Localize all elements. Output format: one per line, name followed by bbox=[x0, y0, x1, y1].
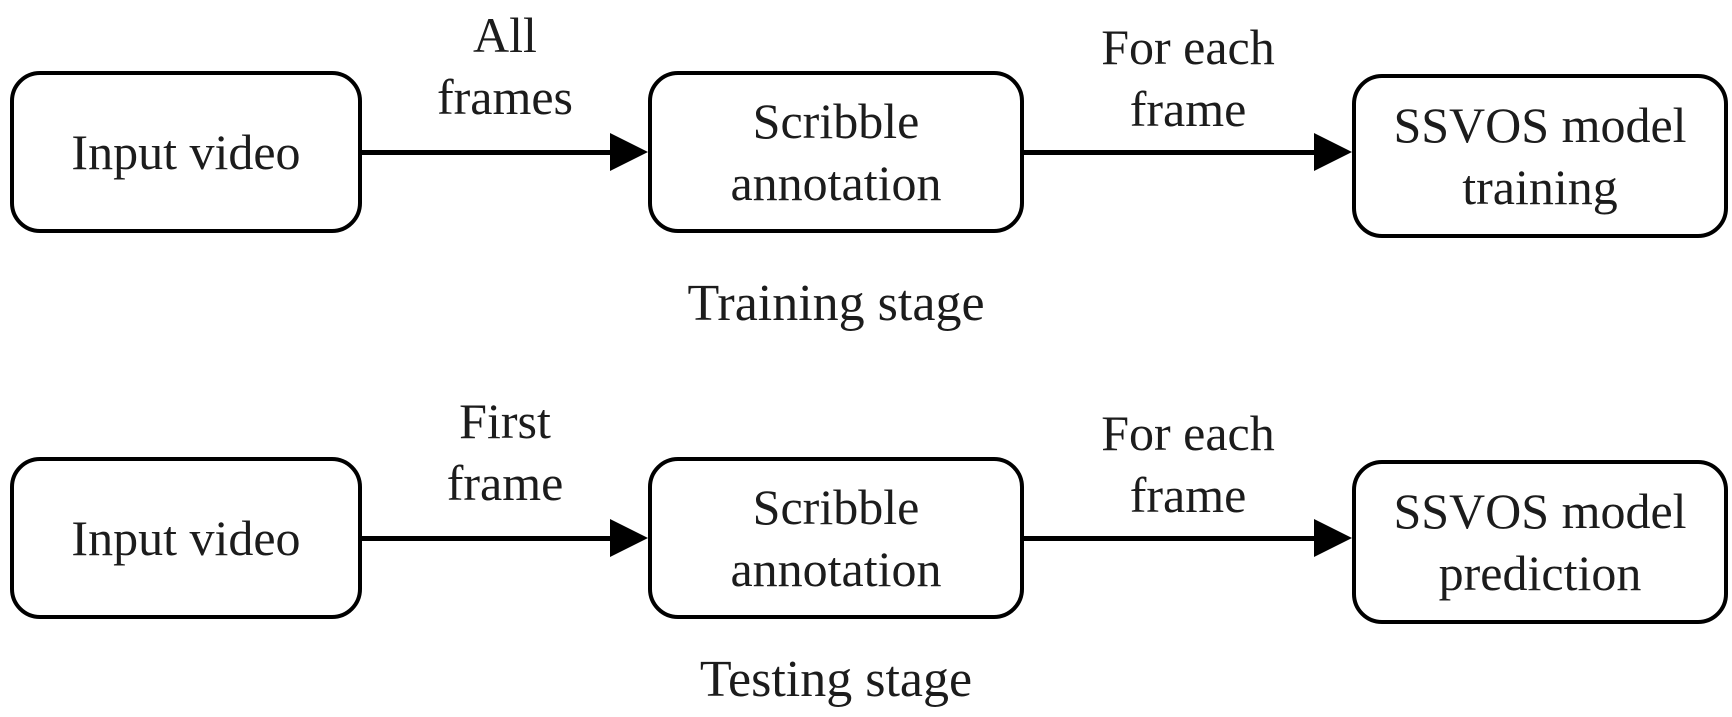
training-arrow1-line bbox=[362, 150, 610, 155]
training-arrow2-label-line2: frame bbox=[1129, 81, 1247, 137]
testing-arrow1-label-line1: First bbox=[459, 393, 551, 449]
training-arrow2-label-line1: For each bbox=[1101, 19, 1275, 75]
training-arrow1-label-line2: frames bbox=[436, 69, 574, 125]
training-arrow1-label-line1: All bbox=[473, 7, 537, 63]
testing-arrow2-line bbox=[1024, 536, 1314, 541]
training-node-scribble-annotation: Scribble annotation bbox=[648, 71, 1024, 233]
training-arrow1-label: All frames bbox=[385, 4, 625, 128]
testing-node-input-video: Input video bbox=[10, 457, 362, 619]
training-arrow2-line bbox=[1024, 150, 1314, 155]
testing-node-scribble-annotation: Scribble annotation bbox=[648, 457, 1024, 619]
testing-arrow2-label-line1: For each bbox=[1101, 405, 1275, 461]
testing-arrow1-line bbox=[362, 536, 610, 541]
testing-arrow2-label-line2: frame bbox=[1129, 467, 1247, 523]
training-node-input-video-label: Input video bbox=[71, 124, 301, 180]
training-stage-caption: Training stage bbox=[687, 275, 985, 332]
testing-arrow2-head bbox=[1314, 519, 1352, 557]
testing-arrow1-head bbox=[610, 519, 648, 557]
testing-node-ssvos-model-prediction-label: SSVOS model prediction bbox=[1393, 483, 1687, 601]
training-node-ssvos-model-training: SSVOS model training bbox=[1352, 74, 1728, 238]
training-node-input-video: Input video bbox=[10, 71, 362, 233]
testing-arrow1-label: First frame bbox=[385, 390, 625, 514]
testing-arrow2-label: For each frame bbox=[1068, 402, 1308, 526]
testing-node-ssvos-model-prediction: SSVOS model prediction bbox=[1352, 460, 1728, 624]
testing-node-scribble-annotation-label: Scribble annotation bbox=[730, 479, 942, 597]
testing-node-input-video-label: Input video bbox=[71, 510, 301, 566]
training-arrow1-head bbox=[610, 133, 648, 171]
training-node-scribble-annotation-label: Scribble annotation bbox=[730, 93, 942, 211]
training-arrow2-label: For each frame bbox=[1068, 16, 1308, 140]
training-arrow2-head bbox=[1314, 133, 1352, 171]
testing-stage-caption: Testing stage bbox=[699, 651, 973, 708]
training-node-ssvos-model-training-label: SSVOS model training bbox=[1393, 97, 1687, 215]
testing-arrow1-label-line2: frame bbox=[446, 455, 564, 511]
